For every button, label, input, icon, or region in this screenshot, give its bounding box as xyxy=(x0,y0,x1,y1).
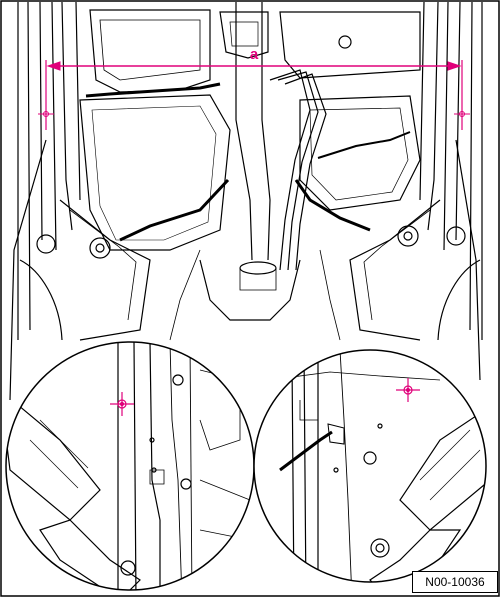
sill-rail-left-detail xyxy=(117,342,161,590)
right-rail-inner xyxy=(419,1,439,231)
detail-circle-right xyxy=(253,349,487,583)
right-control-arm xyxy=(349,199,441,341)
hose-right-upper xyxy=(317,131,411,159)
left-floor-panel xyxy=(89,9,211,93)
hose-left-upper xyxy=(85,82,221,98)
hose-right-lower xyxy=(294,179,371,232)
fuel-tank-left xyxy=(79,94,231,251)
right-wheel-arc xyxy=(437,259,481,341)
dimension-arrow-left xyxy=(46,61,61,71)
shock-absorber-right xyxy=(399,398,486,531)
fastener-top xyxy=(338,35,352,49)
vehicle-underbody xyxy=(9,1,483,401)
left-rail-inner xyxy=(61,1,81,231)
brake-line-bundle xyxy=(269,69,311,271)
hose-left-lower xyxy=(119,178,230,242)
connector-block xyxy=(219,11,269,59)
rear-crossmember xyxy=(199,259,301,321)
left-arm-bushing xyxy=(89,237,111,259)
measuring-point-right xyxy=(396,378,420,402)
right-arm-bushing xyxy=(397,225,419,247)
dimension-a xyxy=(38,60,470,130)
dimension-label-a: a xyxy=(249,46,259,63)
right-sill xyxy=(443,1,483,340)
shock-absorber-left xyxy=(6,388,101,521)
right-heat-shield xyxy=(299,95,421,211)
zoom-line-right xyxy=(455,139,481,381)
detail-circle-left xyxy=(5,341,255,591)
right-floor-panel xyxy=(279,11,421,79)
measuring-point-left xyxy=(110,392,134,416)
zoom-line-left xyxy=(9,139,47,401)
center-mount xyxy=(239,261,277,275)
left-sill xyxy=(17,1,57,340)
left-wheel-arc xyxy=(19,259,63,341)
left-control-arm xyxy=(59,199,151,341)
exhaust-pipe xyxy=(235,2,271,261)
dimension-arrow-right xyxy=(447,61,462,71)
figure-number: N00-10036 xyxy=(412,571,498,593)
hose-detail xyxy=(279,430,333,472)
